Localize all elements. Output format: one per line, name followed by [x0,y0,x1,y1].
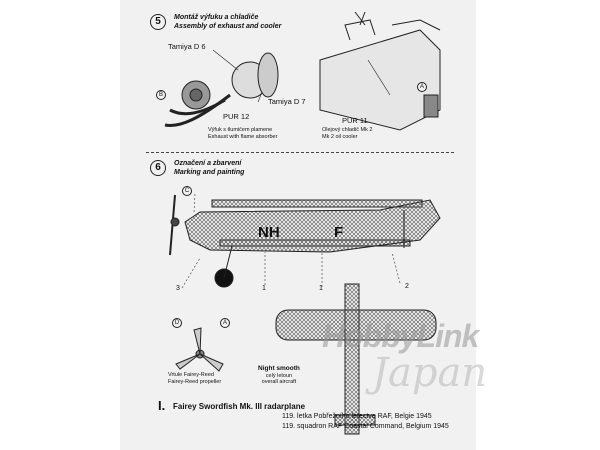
code-right: F [334,224,344,241]
scheme-number: I. [158,398,166,413]
scheme-line-en: 119. squadron RAF Coastal Command, Belgi… [282,423,449,430]
step-6-title-en: Marking and painting [174,168,245,176]
step-5-header: Montáž výfuku a chladiče Assembly of exh… [174,14,281,31]
callout-3: 3 [176,285,180,292]
callout-1b: 1 [319,285,323,292]
cooler-en: Mk 2 oil cooler [322,133,358,140]
part-pur11: PUR 11 [342,116,368,125]
step-6-title-cz: Označení a zbarvení [174,160,242,167]
part-pur12: PUR 12 [223,112,250,121]
letter-c-marker: C [182,186,192,196]
watermark-line1: HobbyLink [322,318,479,354]
scheme-line-cz: 119. letka Pobřežního letectva RAF, Belg… [282,413,432,420]
cowling-drawing [319,11,441,131]
propeller-cz: Vrtule Fairey-Reed [168,372,214,378]
exhaust-cz: Výfuk s tlumičem plamene [208,127,273,133]
propeller-caption: Vrtule Fairey-Reed Fairey-Reed propeller [168,372,221,385]
letter-a-prop-marker: A [220,318,230,328]
engine-drawing [164,49,279,128]
watermark-line2: Japan [372,350,488,396]
biplane-top-view [275,283,437,435]
step-5-title-cz: Montáž výfuku a chladiče [174,14,259,21]
biplane-side-view [169,194,441,288]
callout-2: 2 [405,283,409,290]
code-left: NH [258,224,280,241]
exhaust-caption: Výfuk s tlumičem plamene Exhaust with fl… [208,127,277,140]
letter-b-marker: B [156,90,166,100]
part-tamiya-d6: Tamiya D 6 [168,42,206,51]
step-5-badge: 5 [150,14,166,30]
cooler-cz: Olejový chladič Mk 2 [322,127,373,133]
callout-lines [181,193,401,289]
callout-1a: 1 [262,285,266,292]
letter-a-marker: A [417,82,427,92]
part-tamiya-d7: Tamiya D 7 [268,97,306,106]
cooler-caption: Olejový chladič Mk 2 Mk 2 oil cooler [322,127,372,140]
section-divider [146,152,454,153]
night-en: overall aircraft [261,379,297,385]
night-title: Night smooth [258,365,300,372]
night-caption: Night smooth celý letoun overall aircraf… [258,365,300,386]
propeller-en: Fairey-Reed propeller [168,378,222,385]
step-6-badge: 6 [150,160,166,176]
step-5-title-en: Assembly of exhaust and cooler [174,22,282,30]
letter-d-marker: D [172,318,182,328]
propeller-drawing [175,327,224,372]
scheme-title: Fairey Swordfish Mk. III radarplane [173,402,306,411]
step-6-header: Označení a zbarvení Marking and painting [174,160,244,177]
exhaust-en: Exhaust with flame absorber [208,133,278,140]
night-cz: celý letoun [265,372,293,379]
